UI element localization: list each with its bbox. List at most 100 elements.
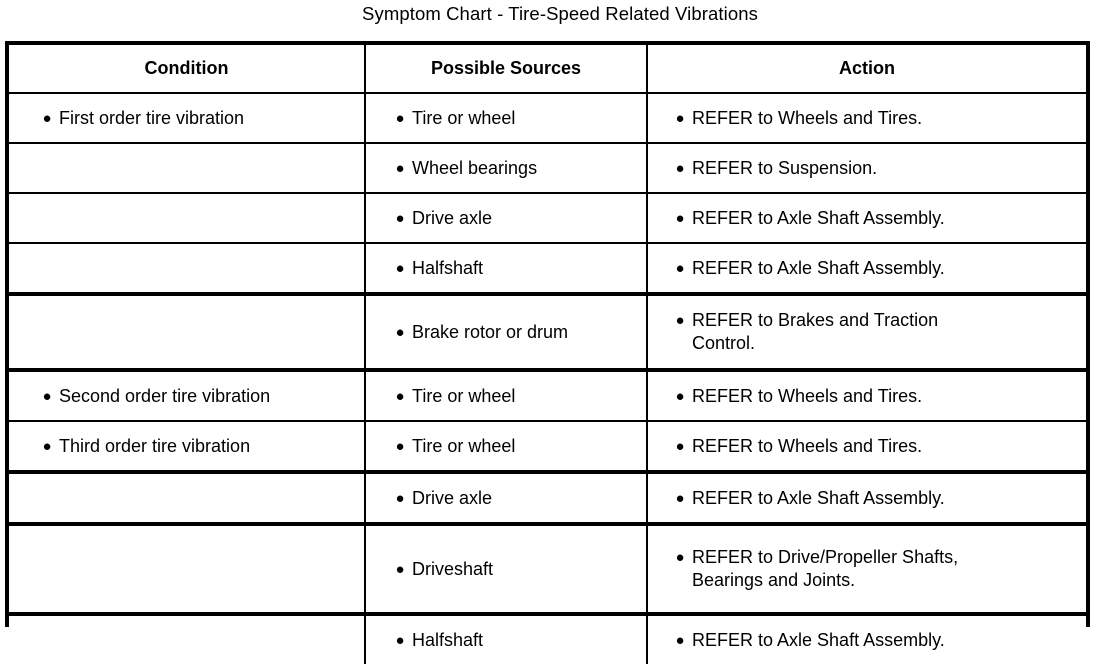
table-row: Halfshaft REFER to Axle Shaft Assembly.	[9, 242, 1086, 294]
bullet-icon	[388, 107, 412, 130]
bullet-icon	[668, 385, 692, 408]
bullet-icon	[388, 629, 412, 652]
action-text: REFER to Axle Shaft Assembly.	[692, 629, 945, 650]
bullet-icon	[668, 207, 692, 230]
source-text: Drive axle	[412, 207, 493, 228]
action-text: REFER to Axle Shaft Assembly.	[692, 257, 945, 278]
source-entry: Tire or wheel	[366, 105, 646, 132]
action-text: REFER to Axle Shaft Assembly.	[692, 207, 945, 228]
source-entry: Halfshaft	[366, 255, 646, 282]
header-row: Condition Possible Sources Action	[9, 45, 1086, 93]
cell-action: REFER to Axle Shaft Assembly.	[646, 612, 1086, 664]
table-row: Brake rotor or drum REFER to Brakes and …	[9, 292, 1086, 370]
table-row: Halfshaft REFER to Axle Shaft Assembly.	[9, 612, 1086, 664]
condition-text: First order tire vibration	[59, 107, 245, 128]
cell-possible-source: Tire or wheel	[364, 420, 647, 472]
action-entry: REFER to Wheels and Tires.	[648, 433, 1086, 460]
action-entry: REFER to Suspension.	[648, 155, 1086, 182]
action-text: REFER to Wheels and Tires.	[692, 435, 923, 456]
cell-action: REFER to Wheels and Tires.	[646, 368, 1086, 421]
condition-text: Second order tire vibration	[59, 385, 271, 406]
cell-condition	[9, 470, 365, 524]
source-text: Halfshaft	[412, 629, 484, 650]
symptom-table-container: Condition Possible Sources Action	[5, 41, 1090, 664]
table-row: Drive axle REFER to Axle Shaft Assembly.	[9, 192, 1086, 243]
page-title: Symptom Chart - Tire-Speed Related Vibra…	[362, 3, 758, 24]
condition-text: Third order tire vibration	[59, 435, 251, 456]
table-row: Second order tire vibration Tire or whee…	[9, 368, 1086, 421]
action-text: REFER to Wheels and Tires.	[692, 107, 923, 128]
bullet-icon	[668, 435, 692, 458]
source-text: Wheel bearings	[412, 157, 538, 178]
cell-action: REFER to Wheels and Tires.	[646, 420, 1086, 472]
cell-possible-source: Tire or wheel	[364, 368, 647, 421]
cell-condition: Second order tire vibration	[9, 368, 365, 421]
condition-entry: Third order tire vibration	[9, 433, 364, 460]
action-entry: REFER to Brakes and Traction Control.	[648, 307, 1086, 357]
source-text: Brake rotor or drum	[412, 321, 569, 342]
table-header: Condition Possible Sources Action	[9, 45, 1086, 93]
bullet-icon	[35, 435, 59, 458]
bullet-icon	[35, 385, 59, 408]
cell-possible-source: Drive axle	[364, 470, 647, 524]
bullet-icon	[668, 629, 692, 652]
action-entry: REFER to Axle Shaft Assembly.	[648, 255, 1086, 282]
cell-possible-source: Tire or wheel	[364, 92, 647, 143]
action-entry: REFER to Wheels and Tires.	[648, 383, 1086, 410]
action-entry: REFER to Axle Shaft Assembly.	[648, 627, 1086, 654]
table-row: First order tire vibration Tire or wheel	[9, 92, 1086, 143]
cell-condition: Third order tire vibration	[9, 420, 365, 472]
cell-action: REFER to Suspension.	[646, 142, 1086, 193]
bullet-icon	[388, 487, 412, 510]
column-header-possible-sources-label: Possible Sources	[430, 58, 582, 78]
source-entry: Tire or wheel	[366, 433, 646, 460]
source-entry: Tire or wheel	[366, 383, 646, 410]
action-text: REFER to Suspension.	[692, 157, 878, 178]
bullet-icon	[668, 546, 692, 569]
cell-possible-source: Drive axle	[364, 192, 647, 243]
bullet-icon	[388, 157, 412, 180]
bullet-icon	[388, 558, 412, 581]
condition-entry: Second order tire vibration	[9, 383, 364, 410]
column-header-action: Action	[646, 45, 1086, 93]
table-row: Wheel bearings REFER to Suspension.	[9, 142, 1086, 193]
table-row: Third order tire vibration Tire or wheel	[9, 420, 1086, 472]
cell-possible-source: Halfshaft	[364, 612, 647, 664]
bullet-icon	[388, 385, 412, 408]
cell-action: REFER to Axle Shaft Assembly.	[646, 242, 1086, 294]
action-entry: REFER to Wheels and Tires.	[648, 105, 1086, 132]
table-row: Drive axle REFER to Axle Shaft Assembly.	[9, 470, 1086, 524]
column-header-condition-label: Condition	[144, 58, 229, 78]
action-text: REFER to Drive/Propeller Shafts, Bearing…	[692, 547, 959, 590]
cell-possible-source: Driveshaft	[364, 522, 647, 614]
cell-condition	[9, 612, 365, 664]
bullet-icon	[668, 487, 692, 510]
symptom-table: Condition Possible Sources Action	[9, 45, 1086, 664]
table-row: Driveshaft REFER to Drive/Propeller Shaf…	[9, 522, 1086, 614]
source-text: Tire or wheel	[412, 435, 516, 456]
table-body: First order tire vibration Tire or wheel	[9, 92, 1086, 664]
source-text: Tire or wheel	[412, 107, 516, 128]
column-header-condition: Condition	[9, 45, 365, 93]
source-entry: Drive axle	[366, 205, 646, 232]
cell-action: REFER to Wheels and Tires.	[646, 92, 1086, 143]
source-text: Drive axle	[412, 487, 493, 508]
symptom-chart-page: Symptom Chart - Tire-Speed Related Vibra…	[0, 0, 1120, 640]
action-entry: REFER to Axle Shaft Assembly.	[648, 205, 1086, 232]
cell-condition	[9, 142, 365, 193]
cell-condition	[9, 292, 365, 370]
source-text: Tire or wheel	[412, 385, 516, 406]
cell-action: REFER to Drive/Propeller Shafts, Bearing…	[646, 522, 1086, 614]
source-entry: Halfshaft	[366, 627, 646, 654]
action-text: REFER to Brakes and Traction Control.	[692, 310, 939, 353]
source-entry: Wheel bearings	[366, 155, 646, 182]
bullet-icon	[668, 107, 692, 130]
action-entry: REFER to Drive/Propeller Shafts, Bearing…	[648, 544, 1086, 594]
action-text: REFER to Wheels and Tires.	[692, 385, 923, 406]
column-header-possible-sources: Possible Sources	[364, 45, 647, 93]
source-entry: Driveshaft	[366, 556, 646, 583]
column-header-action-label: Action	[839, 58, 895, 78]
condition-entry: First order tire vibration	[9, 105, 364, 132]
action-text: REFER to Axle Shaft Assembly.	[692, 487, 945, 508]
bullet-icon	[388, 321, 412, 344]
